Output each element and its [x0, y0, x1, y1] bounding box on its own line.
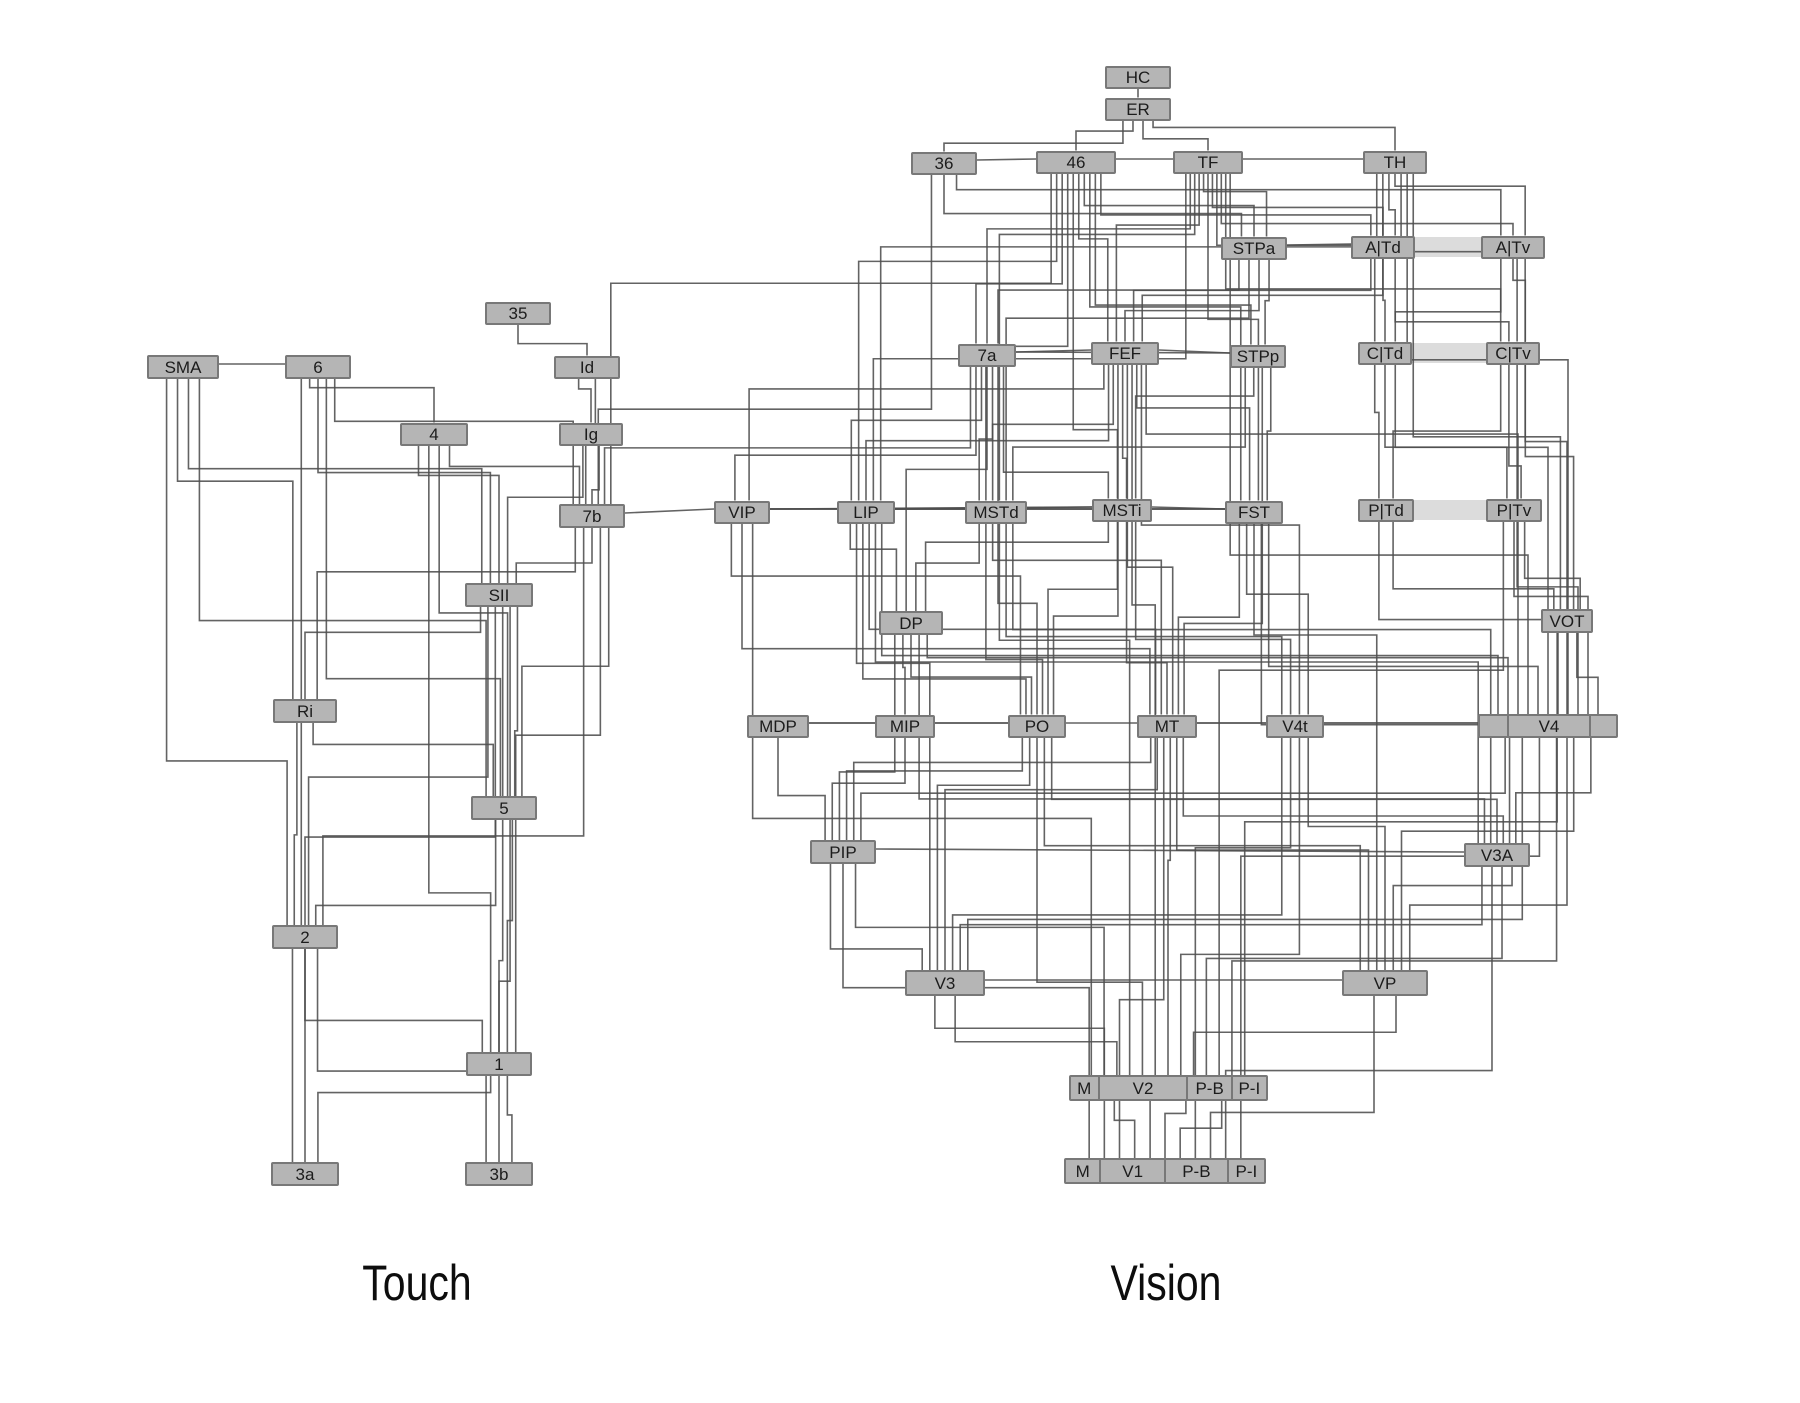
- node-SMA: SMA: [147, 355, 219, 379]
- node-PITd: P|Td: [1358, 498, 1414, 522]
- node-AITv: A|Tv: [1481, 235, 1545, 259]
- node-V2-segment-P-I: P-I: [1231, 1077, 1265, 1099]
- node-MSTi: MSTi: [1092, 498, 1152, 522]
- node-VP: VP: [1342, 970, 1428, 996]
- node-PIP: PIP: [810, 840, 876, 864]
- node-SII: SII: [465, 583, 533, 607]
- node-ER: ER: [1105, 97, 1171, 121]
- node-7a: 7a: [958, 343, 1016, 367]
- node-2: 2: [272, 925, 338, 949]
- node-AITd: A|Td: [1351, 235, 1415, 259]
- node-5: 5: [471, 796, 537, 820]
- node-PITv: P|Tv: [1486, 498, 1542, 522]
- node-DP: DP: [879, 611, 943, 635]
- node-V1-segment-P-B: P-B: [1164, 1160, 1227, 1182]
- node-MDP: MDP: [747, 714, 809, 738]
- node-1: 1: [466, 1052, 532, 1076]
- node-V4-segment: [1588, 716, 1616, 736]
- node-V2-segment-M: M: [1077, 1078, 1092, 1098]
- node-MIP: MIP: [875, 714, 935, 738]
- node-CITd: C|Td: [1358, 341, 1412, 365]
- node-MSTd: MSTd: [965, 500, 1027, 524]
- node-V4: V4: [1478, 714, 1618, 738]
- node-4: 4: [400, 422, 468, 446]
- node-TH: TH: [1363, 150, 1427, 174]
- node-V3A: V3A: [1464, 843, 1530, 867]
- node-35: 35: [485, 301, 551, 325]
- node-7b: 7b: [559, 504, 625, 528]
- node-6: 6: [285, 355, 351, 379]
- node-VIP: VIP: [714, 500, 770, 524]
- node-36: 36: [911, 151, 977, 175]
- node-V1-segment-P-I: P-I: [1226, 1160, 1264, 1182]
- node-V4-segment-V4: V4: [1507, 716, 1589, 736]
- node-FST: FST: [1225, 500, 1283, 524]
- touch-label: Touch: [362, 1255, 472, 1311]
- node-TF: TF: [1173, 150, 1243, 174]
- node-46: 46: [1036, 150, 1116, 174]
- node-V1-segment-M: M: [1075, 1161, 1090, 1181]
- node-CITv: C|Tv: [1486, 341, 1540, 365]
- node-V1-segment-V1: V1: [1099, 1160, 1164, 1182]
- node-LIP: LIP: [837, 500, 895, 524]
- node-Ig: Ig: [559, 422, 623, 446]
- node-Id: Id: [554, 355, 620, 379]
- node-3b: 3b: [465, 1162, 533, 1186]
- node-V2-segment-V2: V2: [1097, 1077, 1186, 1099]
- node-VOT: VOT: [1541, 609, 1593, 633]
- node-HC: HC: [1105, 65, 1171, 89]
- node-V3: V3: [905, 970, 985, 996]
- node-STPa: STPa: [1221, 236, 1287, 260]
- node-Ri: Ri: [273, 699, 337, 723]
- node-MT: MT: [1137, 714, 1197, 738]
- node-FEF: FEF: [1091, 341, 1159, 365]
- node-3a: 3a: [271, 1162, 339, 1186]
- node-V4-segment: [1480, 716, 1507, 736]
- vision-label: Vision: [1110, 1255, 1222, 1311]
- node-PO: PO: [1008, 714, 1066, 738]
- node-V4t: V4t: [1266, 714, 1324, 738]
- node-V2-segment-P-B: P-B: [1186, 1077, 1231, 1099]
- node-STPp: STPp: [1230, 344, 1286, 368]
